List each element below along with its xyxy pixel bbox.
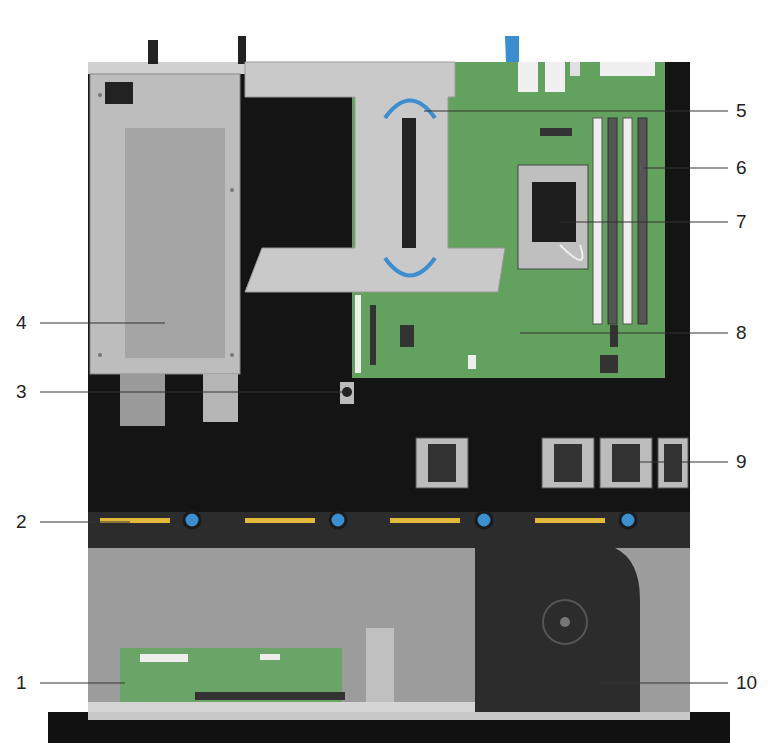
callout-number: 5 <box>736 101 747 121</box>
chassis <box>88 62 690 714</box>
psu-bracket <box>120 374 165 426</box>
callout-number: 4 <box>16 313 27 333</box>
processor-socket <box>518 165 588 269</box>
leader-lines <box>40 111 728 683</box>
power-supply <box>90 74 240 374</box>
rear-latch <box>148 40 158 64</box>
callout-number: 1 <box>16 673 27 693</box>
riser-card <box>245 62 505 292</box>
rear-edge <box>88 62 248 74</box>
callout-number: 8 <box>736 323 747 343</box>
front-bay <box>88 548 690 713</box>
optical-drive <box>475 548 640 712</box>
front-rails <box>48 712 730 743</box>
psu-bracket <box>203 374 238 422</box>
callout-number: 6 <box>736 158 747 178</box>
callout-number: 2 <box>16 512 27 532</box>
rear-latch <box>238 36 246 64</box>
callout-number: 7 <box>736 212 747 232</box>
cooling-shroud <box>88 512 690 548</box>
callout-number: 3 <box>16 382 27 402</box>
callout-number: 10 <box>736 673 757 693</box>
callout-number: 9 <box>736 452 747 472</box>
cooling-fans <box>416 438 688 488</box>
psu-connector <box>105 82 133 104</box>
